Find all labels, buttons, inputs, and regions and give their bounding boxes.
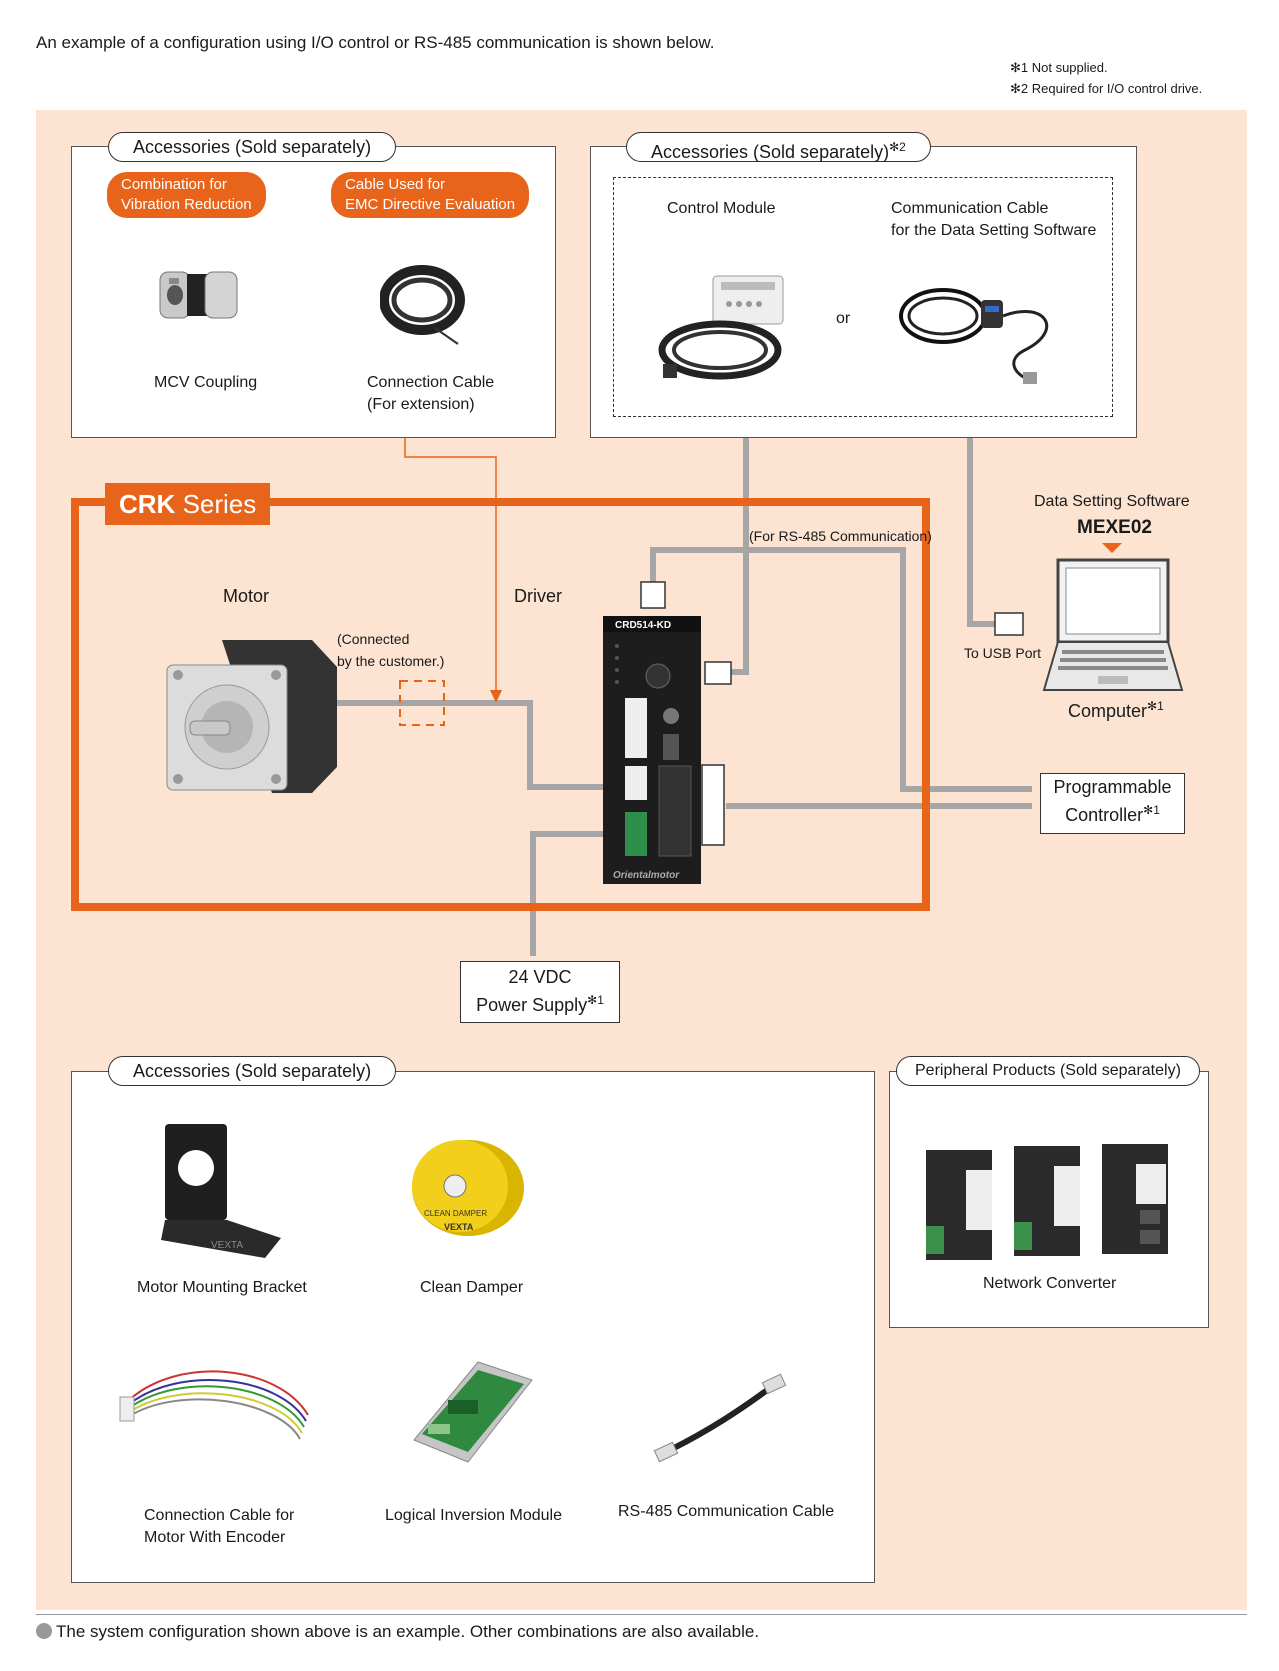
rs485-cable-image [653,1373,787,1463]
communication-cable-label: Communication Cable for the Data Setting… [891,198,1096,242]
power-supply-box: 24 VDC Power Supply✻1 [460,961,620,1023]
software-pointer-icon [1102,543,1122,553]
clean-damper-image: CLEAN DAMPER VEXTA [412,1140,524,1236]
crk-series-frame [71,498,930,911]
note-marker-2: ✻2 [889,140,906,154]
control-module-image [658,275,784,380]
motor-image [166,640,337,793]
connection-cable-label-line2: (For extension) [367,396,475,413]
mexe02-label: MEXE02 [1077,517,1152,538]
plc-label-line2-text: Controller [1065,805,1144,825]
accessories-title-top-right-text: Accessories (Sold separately) [651,142,890,162]
control-module-label: Control Module [667,200,776,217]
driver-label: Driver [514,586,562,606]
motor-mounting-bracket-label: Motor Mounting Bracket [137,1279,307,1296]
footer-note: The system configuration shown above is … [36,1622,759,1642]
computer-image [1042,558,1184,691]
power-note-marker: ✻1 [587,993,604,1007]
tag-vibration-line2: Vibration Reduction [121,196,252,213]
connection-cable-label-line1: Connection Cable [367,374,495,391]
rs485-connector [640,581,666,609]
encoder-cable-label: Connection Cable for Motor With Encoder [144,1505,294,1549]
plc-label-line1: Programmable [1053,777,1172,797]
control-connector [704,661,732,685]
encoder-cable-image [119,1370,309,1440]
crk-series-tab: CRK Series [105,483,271,525]
tag-vibration-reduction: Combination for Vibration Reduction [107,172,266,218]
computer-label: Computer✻1 [1068,699,1164,722]
note-1: ✻1 Not supplied. [1010,60,1108,75]
driver-brand-text: Orientalmotor [613,870,680,881]
optional-choice-frame [613,177,1113,417]
accessories-panel-top-right [590,146,1137,438]
connection-cable-label: Connection Cable (For extension) [367,372,494,416]
accessories-title-top-right: Accessories (Sold separately)✻2 [626,132,931,162]
motor-label: Motor [223,586,270,606]
communication-cable-label-line2: for the Data Setting Software [891,222,1097,239]
note-2: ✻2 Required for I/O control drive. [1010,81,1203,96]
power-supply-line2-text: Power Supply [476,995,588,1015]
crk-series-suffix: Series [175,489,257,519]
logical-inversion-module-image [413,1361,533,1463]
communication-cable-image [899,288,1048,384]
mcv-coupling-label: MCV Coupling [154,374,258,391]
connected-by-customer-note: (Connected by the customer.) [337,628,444,672]
footer-note-text: The system configuration shown above is … [56,1622,760,1641]
footer-divider [36,1614,1247,1615]
driver-model-text: CRD514-KD [615,620,671,631]
accessories-title-bottom: Accessories (Sold separately) [108,1056,397,1086]
communication-cable-label-line1: Communication Cable [891,200,1049,217]
io-connector [701,764,725,846]
driver-image: CRD514-KD Orientalmotor [603,616,701,884]
peripheral-products-title: Peripheral Products (Sold separately) [896,1056,1200,1086]
encoder-cable-label-line1: Connection Cable for [144,1507,295,1524]
bullet-icon [36,1623,52,1639]
accessories-title-top-left: Accessories (Sold separately) [108,132,397,162]
clean-damper-text: CLEAN DAMPER [424,1209,487,1218]
crk-series-name: CRK [119,489,176,519]
motor-cable [337,700,628,790]
rs485-cable [650,547,1032,792]
connected-note-line2: by the customer.) [337,653,445,669]
computer-note-marker: ✻1 [1147,699,1164,713]
tag-emc-line1: Cable Used for [345,176,446,193]
tag-vibration-line1: Combination for [121,176,227,193]
plc-label-line2: Controller✻1 [1041,799,1184,827]
rs485-cable-label: RS-485 Communication Cable [618,1503,835,1520]
connection-cable-image [380,265,465,345]
motor-mounting-bracket-image: VEXTA [161,1124,281,1258]
usb-connector [994,612,1024,636]
mcv-coupling-image [159,271,238,319]
bracket-brand-text: VEXTA [211,1240,243,1251]
rs485-note: (For RS-485 Communication) [749,528,932,544]
power-supply-line1: 24 VDC [508,967,572,987]
clean-damper-brand: VEXTA [444,1222,474,1232]
clean-damper-label: Clean Damper [420,1279,524,1296]
extension-cable-arrowhead [490,690,502,703]
network-converter-label: Network Converter [983,1275,1117,1292]
connection-point-marker [399,680,445,726]
computer-label-text: Computer [1068,701,1148,721]
power-cable [530,831,628,956]
data-setting-software-label: Data Setting Software [1034,493,1190,510]
plc-note-marker: ✻1 [1143,803,1160,817]
power-supply-line2: Power Supply✻1 [461,989,619,1017]
usb-port-label: To USB Port [964,645,1042,661]
tag-emc-line2: EMC Directive Evaluation [345,196,516,213]
or-label: or [836,310,851,327]
encoder-cable-label-line2: Motor With Encoder [144,1529,286,1546]
connected-note-line1: (Connected [337,631,410,647]
programmable-controller-box: Programmable Controller✻1 [1040,773,1185,834]
tag-emc-evaluation: Cable Used for EMC Directive Evaluation [331,172,530,218]
network-converter-image [926,1144,1168,1260]
intro-text: An example of a configuration using I/O … [36,33,715,52]
logical-inversion-module-label: Logical Inversion Module [385,1507,562,1524]
